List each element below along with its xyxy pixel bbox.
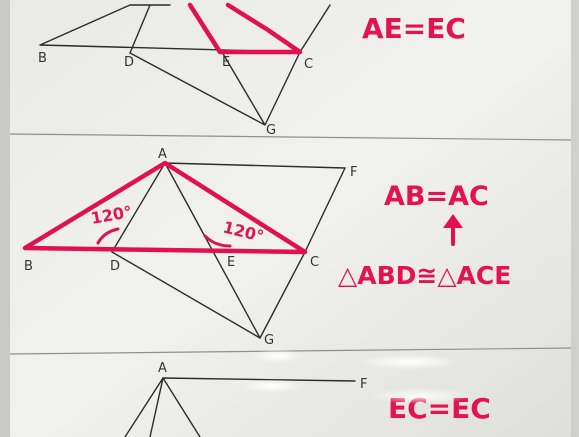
top-equation: AE=EC [362, 12, 466, 45]
mid-label-D: D [110, 259, 120, 274]
mid-label-A: A [158, 147, 167, 162]
mid-label-G: G [264, 333, 274, 348]
top-label-D: D [124, 55, 134, 70]
bottom-label-A: A [158, 361, 167, 376]
top-red-triangle [187, 2, 303, 55]
panel-divider-1 [9, 133, 572, 141]
arrow-up-icon [443, 214, 463, 246]
angle-arc-E [203, 234, 232, 248]
mid-label-C: C [310, 255, 319, 270]
bottom-figure-lines [124, 377, 356, 437]
mid-label-F: F [350, 165, 357, 180]
top-label-G: G [266, 123, 276, 138]
right-frame-edge [571, 0, 579, 437]
top-label-C: C [304, 57, 313, 72]
angle-arc-D [96, 227, 120, 245]
mid-label-B: B [24, 259, 33, 274]
left-frame-edge [0, 0, 10, 437]
light-glare [242, 349, 472, 404]
equation-congruence: △ABD≅△ACE [338, 261, 511, 290]
panel-middle: 120° 120° A F B D E C G AB=AC △ABD≅△ACE [22, 147, 511, 348]
mid-label-E: E [227, 255, 235, 270]
bottom-label-F: F [360, 377, 367, 392]
equation-ab-ac: AB=AC [384, 181, 489, 212]
top-figure-lines [39, 4, 331, 126]
middle-red-triangle [22, 160, 308, 255]
top-label-E: E [222, 55, 230, 70]
top-label-B: B [38, 51, 47, 66]
panel-top: B D E C G AE=EC [38, 2, 466, 138]
